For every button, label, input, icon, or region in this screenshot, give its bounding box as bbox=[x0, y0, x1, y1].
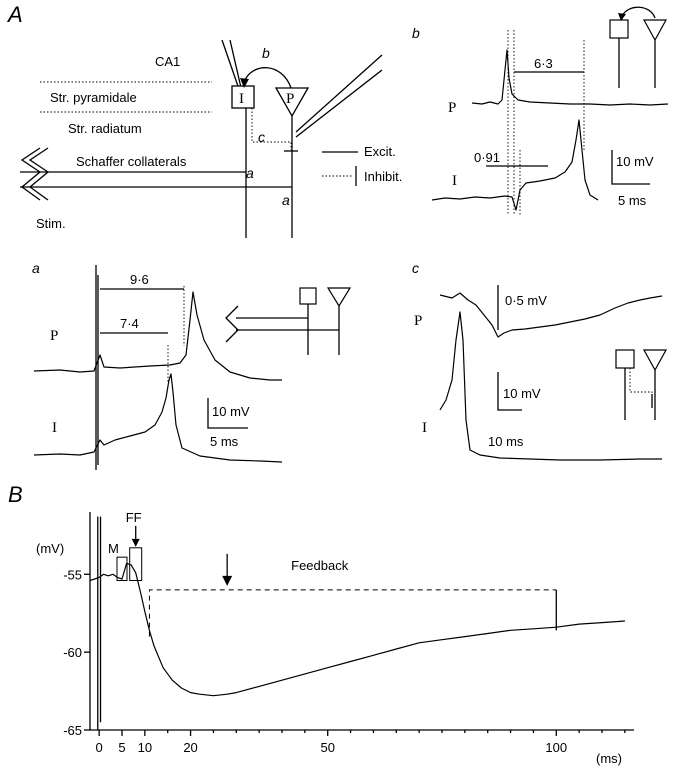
inhibitory-connection-c bbox=[251, 108, 292, 150]
subpanel-a: a P I 9·6 7·4 10 mV 5 ms bbox=[32, 260, 352, 470]
ff-arrowhead bbox=[131, 538, 140, 547]
stimulus-electrode-2 bbox=[20, 147, 42, 201]
inset-inhibition bbox=[615, 349, 668, 420]
inset-inhibitory-path bbox=[629, 368, 653, 400]
inset-interneuron bbox=[615, 349, 635, 369]
feedforward-window bbox=[129, 547, 143, 582]
circuit-legend: Excit. Inhibit. bbox=[322, 144, 402, 186]
trace-i-label: I bbox=[422, 420, 427, 436]
scale-p: 0·5 mV bbox=[505, 293, 547, 308]
scale-v: 10 mV bbox=[212, 404, 250, 419]
trace-p bbox=[439, 292, 663, 338]
subpanel-c-label: c bbox=[412, 260, 419, 276]
layer-radiatum-label: Str. radiatum bbox=[68, 121, 142, 136]
inset-feedback-arc bbox=[621, 6, 656, 19]
annotation-m: M bbox=[108, 541, 119, 556]
subpanel-a-label: a bbox=[32, 260, 40, 276]
y-tick-label: -60 bbox=[63, 645, 82, 660]
trace-p-label: P bbox=[448, 100, 456, 116]
scale-t: 5 ms bbox=[618, 193, 647, 208]
x-tick-label: 50 bbox=[320, 740, 334, 755]
scale-v: 10 mV bbox=[503, 386, 541, 401]
feedback-window bbox=[148, 589, 557, 637]
trace-p-label: P bbox=[414, 313, 422, 329]
pyramidal-label: P bbox=[286, 91, 294, 107]
electrode-interneuron-2 bbox=[229, 39, 243, 93]
x-tick-label: 5 bbox=[118, 740, 125, 755]
panel-a: A CA1 Str. pyramidale Str. radiatum I P bbox=[6, 2, 669, 470]
delay-long: 9·6 bbox=[130, 272, 149, 287]
stimulus-electrode bbox=[28, 147, 50, 201]
inset-interneuron bbox=[609, 19, 629, 39]
inset-feedback bbox=[609, 6, 668, 88]
delay-long: 6·3 bbox=[534, 56, 553, 71]
scale-v: 10 mV bbox=[616, 154, 654, 169]
scale-bar bbox=[611, 150, 650, 185]
circuit-diagram: CA1 Str. pyramidale Str. radiatum I P b bbox=[20, 39, 402, 238]
schaffer-label: Schaffer collaterals bbox=[76, 154, 187, 169]
path-a-label-2: a bbox=[282, 192, 290, 208]
inset-pyramidal bbox=[326, 287, 352, 308]
subpanel-b-label: b bbox=[412, 25, 420, 41]
path-b-label: b bbox=[262, 45, 270, 61]
trace-i bbox=[431, 119, 599, 211]
y-tick-label: -65 bbox=[63, 723, 82, 738]
y-tick-label: -55 bbox=[63, 567, 82, 582]
electrode-pyramidal bbox=[295, 54, 383, 133]
scale-t: 5 ms bbox=[210, 434, 239, 449]
inset-interneuron bbox=[299, 287, 317, 305]
inset-stim bbox=[225, 305, 239, 343]
annotation-feedback: Feedback bbox=[291, 558, 349, 573]
trace-i-label: I bbox=[452, 173, 457, 189]
layer-pyramidale-label: Str. pyramidale bbox=[50, 90, 137, 105]
scale-bar bbox=[207, 398, 248, 429]
delay-short: 0·91 bbox=[474, 150, 500, 165]
inset-pyramidal bbox=[642, 19, 668, 42]
membrane-trace bbox=[89, 562, 625, 697]
legend-excit: Excit. bbox=[364, 144, 396, 159]
delay-short: 7·4 bbox=[120, 316, 139, 331]
path-c-label: c bbox=[258, 129, 265, 145]
electrode-pyramidal-2 bbox=[295, 69, 383, 138]
inset-arrowhead bbox=[618, 13, 626, 21]
electrode-interneuron bbox=[221, 39, 241, 93]
scale-t: 10 ms bbox=[488, 434, 524, 449]
trace-p bbox=[471, 49, 669, 106]
legend-inhib: Inhibit. bbox=[364, 169, 402, 184]
x-tick-label: 0 bbox=[96, 740, 103, 755]
panel-a-label: A bbox=[6, 2, 23, 27]
trace-i bbox=[439, 311, 662, 461]
trace-p-label: P bbox=[50, 328, 58, 344]
interneuron-label: I bbox=[239, 91, 244, 107]
y-axis-label: (mV) bbox=[36, 541, 64, 556]
x-axis-label: (ms) bbox=[596, 751, 622, 766]
region-label: CA1 bbox=[155, 54, 180, 69]
scale-bar bbox=[497, 372, 522, 411]
trace-i bbox=[33, 373, 283, 463]
panel-b-label: B bbox=[8, 482, 23, 507]
stim-label: Stim. bbox=[36, 216, 66, 231]
trace-i-label: I bbox=[52, 420, 57, 436]
path-a-label-1: a bbox=[246, 165, 254, 181]
interneuron-soma bbox=[231, 85, 255, 109]
subpanel-c: c P I 0·5 mV 10 mV 10 ms bbox=[412, 260, 668, 461]
feedback-arrowhead bbox=[222, 575, 233, 586]
x-tick-label: 20 bbox=[183, 740, 197, 755]
pyramidal-soma bbox=[274, 87, 310, 118]
inset-feedforward bbox=[225, 287, 352, 355]
subpanel-b: b P I 6·3 0·91 10 mV 5 ms bbox=[412, 6, 669, 215]
trace-p bbox=[33, 291, 282, 381]
inset-pyramidal bbox=[642, 349, 668, 372]
annotation-ff: FF bbox=[126, 510, 142, 525]
x-tick-label: 10 bbox=[138, 740, 152, 755]
x-tick-label: 100 bbox=[545, 740, 567, 755]
feedback-arrowhead bbox=[240, 78, 249, 88]
feedback-connection-b bbox=[243, 67, 292, 89]
monosynaptic-window bbox=[116, 556, 128, 582]
